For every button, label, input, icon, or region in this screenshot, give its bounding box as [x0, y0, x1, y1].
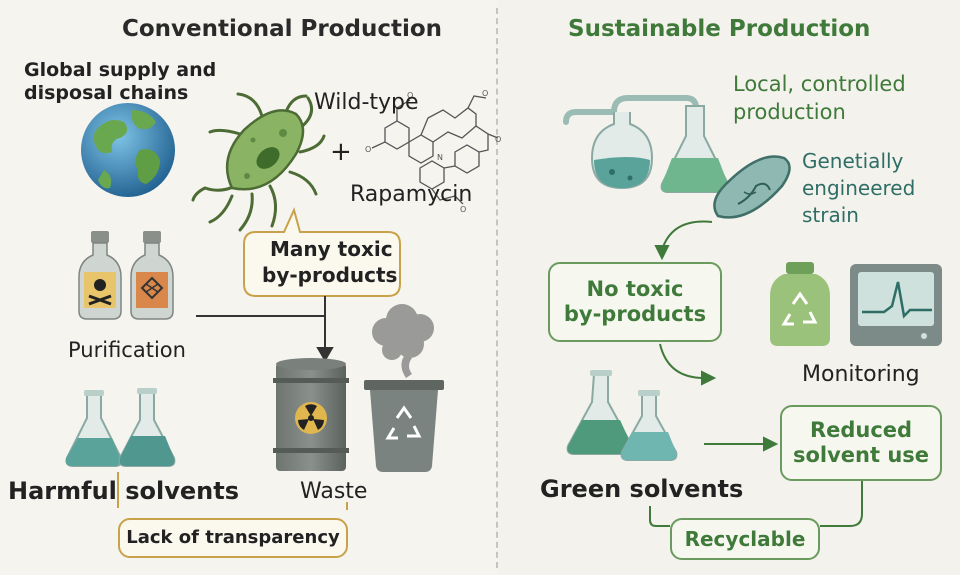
toxic-barrel-icon: [273, 358, 349, 471]
strain-label-1: Genetially: [802, 149, 904, 173]
transparency-box: Lack of transparency: [118, 518, 348, 558]
strain-label-2: engineered: [802, 176, 916, 200]
hazard-bottle-icon: [130, 231, 174, 320]
production-label: production: [733, 100, 846, 124]
flask-icon: [566, 370, 634, 455]
strain-label-3: strain: [802, 203, 859, 227]
svg-text:O: O: [495, 135, 501, 144]
svg-text:N: N: [437, 153, 443, 162]
recyclable-loop: [649, 480, 863, 527]
flask-icon: [65, 390, 123, 467]
conventional-title: Conventional Production: [122, 16, 443, 42]
transparency-bracket: [117, 472, 348, 510]
reduced-line-2: solvent use: [792, 443, 930, 467]
smoke-icon: [372, 304, 434, 378]
harmful-solvents-label: Harmful solvents: [8, 477, 239, 505]
sustainable-title: Sustainable Production: [568, 16, 871, 42]
no-toxic-box: No toxic by-products: [548, 262, 722, 342]
reduced-solvent-box: Reduced solvent use: [780, 405, 942, 481]
svg-text:O: O: [407, 91, 413, 100]
rapamycin-label: Rapamycin: [350, 182, 473, 207]
molecule-icon: [371, 95, 499, 205]
panel-divider: [496, 8, 498, 568]
recycle-jar-icon: [770, 262, 830, 346]
green-solvents-label: Green solvents: [540, 475, 744, 503]
disposal-chains-label: disposal chains: [24, 82, 189, 104]
bacterium-icon: [713, 155, 791, 219]
svg-text:O: O: [460, 205, 466, 214]
no-toxic-line-2: by-products: [563, 302, 707, 326]
many-toxic-label: Many toxic: [270, 237, 393, 261]
no-toxic-line-1: No toxic: [586, 276, 684, 301]
flask-icon: [620, 390, 678, 461]
reduced-arrow: [704, 436, 779, 452]
monitoring-label: Monitoring: [802, 362, 920, 387]
monitor-icon: [850, 264, 942, 346]
strain-arrow: [654, 220, 713, 261]
waste-label: Waste: [300, 479, 368, 504]
poison-bottle-icon: [78, 231, 122, 320]
svg-text:O: O: [365, 145, 371, 154]
purification-label: Purification: [68, 338, 186, 362]
recycle-bin-icon: [364, 380, 444, 472]
plus-sign: +: [330, 137, 352, 167]
reduced-line-1: Reduced: [809, 417, 913, 442]
toxic-callout-bubble: [243, 207, 401, 297]
globe-icon: [81, 103, 175, 197]
waste-arrow: [196, 296, 334, 362]
by-products-label: by-products: [262, 263, 398, 287]
flask-icon: [118, 388, 176, 467]
flow-arrow: [659, 343, 717, 386]
local-controlled-label: Local, controlled: [733, 72, 906, 96]
global-supply-label: Global supply and: [24, 59, 217, 81]
svg-text:O: O: [482, 89, 488, 98]
recyclable-box: Recyclable: [670, 518, 820, 560]
bacterium-icon: [191, 92, 326, 232]
molecule-atoms: O O O O O N: [365, 89, 501, 214]
wild-type-label: Wild-type: [314, 90, 419, 115]
distillation-flask-icon: [563, 95, 730, 193]
